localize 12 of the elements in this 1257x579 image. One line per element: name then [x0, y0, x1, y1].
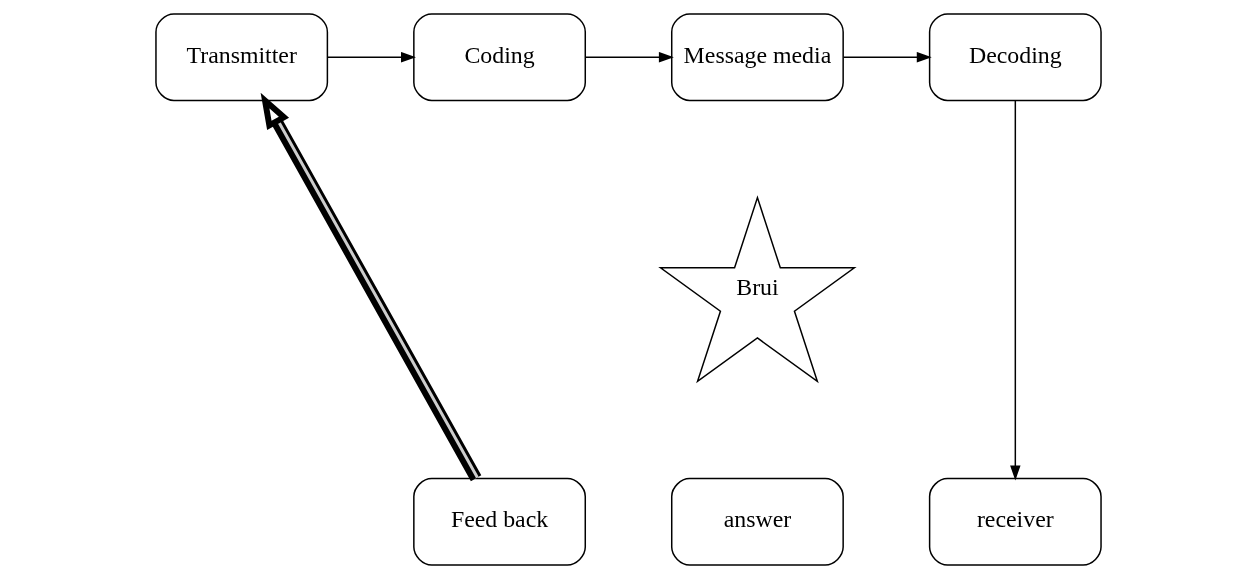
node-box: receiver: [928, 477, 1102, 566]
arrow: [260, 92, 482, 482]
node-box: Coding: [413, 13, 586, 102]
node-box: Feed back: [413, 477, 586, 566]
node-box: Decoding: [928, 13, 1102, 102]
node-box: Transmitter: [155, 13, 329, 102]
node-box: answer: [671, 477, 844, 566]
arrow: [842, 52, 932, 63]
arrow: [584, 52, 674, 63]
arrow: [327, 52, 416, 63]
arrow: [1010, 99, 1021, 481]
node-box: Message media: [671, 13, 844, 102]
